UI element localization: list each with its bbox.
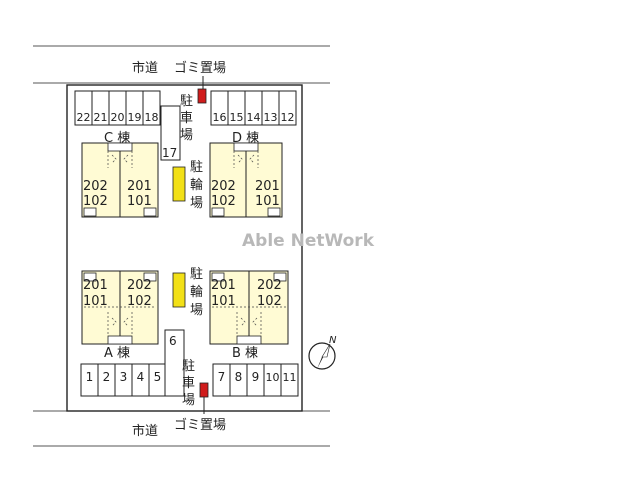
parking-stall-number: 3: [120, 370, 128, 384]
unit-number: 102: [211, 194, 236, 209]
bicycle-label-bottom: 輪: [190, 284, 203, 300]
bicycle-parking-bottom: [172, 272, 186, 308]
unit-number: 101: [255, 194, 280, 209]
parking-label-top: 場: [180, 128, 193, 143]
unit-number: 101: [127, 194, 152, 209]
building-b-label: B 棟: [232, 346, 258, 361]
unit-number: 101: [211, 294, 236, 309]
unit-number: 201: [255, 179, 280, 194]
building-a-label: A 棟: [104, 346, 130, 361]
parking-stall: [280, 363, 299, 397]
parking-stall-number: 19: [128, 111, 142, 124]
unit-number: 101: [83, 294, 108, 309]
parking-stall: [142, 90, 161, 126]
compass-north-label: N: [329, 335, 337, 346]
unit-number: 102: [127, 294, 152, 309]
building-c-label: C 棟: [104, 131, 130, 146]
parking-stall-number: 22: [77, 111, 91, 124]
parking-stall-number: 13: [264, 111, 278, 124]
unit-number: 202: [127, 278, 152, 293]
parking-stall-number: 2: [103, 370, 111, 384]
building-c: 202 201 102 101 C 棟: [81, 131, 159, 218]
parking-stall-number: 14: [247, 111, 261, 124]
parking-stall-number: 10: [266, 371, 280, 384]
bicycle-parking-top: [172, 166, 186, 202]
parking-label-top: 駐: [180, 94, 193, 109]
parking-stall-number: 9: [252, 370, 260, 384]
building-a: 201 202 101 102 A 棟: [81, 270, 159, 361]
unit-number: 102: [257, 294, 282, 309]
unit-number: 201: [211, 278, 236, 293]
garbage-box-top: [197, 88, 207, 104]
parking-stall-number: 7: [218, 370, 226, 384]
parking-stall-6: [164, 329, 185, 397]
building-d-label: D 棟: [232, 131, 259, 146]
bicycle-label-top: 駐: [190, 160, 203, 175]
parking-label-bottom: 駐: [182, 359, 195, 374]
parking-stall-number: 18: [145, 111, 159, 124]
unit-number: 102: [83, 194, 108, 209]
parking-stall-number: 17: [162, 146, 177, 160]
parking-stall-number: 1: [86, 370, 94, 384]
parking-stall: [278, 90, 297, 126]
unit-number: 202: [83, 179, 108, 194]
bottom-road-label: 市道: [132, 423, 158, 439]
building-d: 202 201 102 101 D 棟: [209, 131, 283, 218]
unit-number: 202: [211, 179, 236, 194]
parking-label-top: 車: [180, 111, 193, 126]
parking-stall-number: 8: [235, 370, 243, 384]
parking-stall-number: 4: [137, 370, 145, 384]
unit-number: 201: [127, 179, 152, 194]
unit-number: 202: [257, 278, 282, 293]
bicycle-label-top: 輪: [190, 177, 203, 193]
bicycle-label-bottom: 駐: [190, 267, 203, 282]
building-b: 201 202 101 102 B 棟: [209, 270, 289, 361]
parking-stall-number: 11: [283, 371, 297, 384]
parking-stall-number: 5: [154, 370, 162, 384]
unit-number: 201: [83, 278, 108, 293]
bicycle-label-top: 場: [190, 196, 203, 211]
parking-stall-number: 20: [111, 111, 125, 124]
watermark: Able NetWork: [242, 231, 375, 251]
parking-stall-number: 16: [213, 111, 227, 124]
parking-label-bottom: 場: [182, 393, 195, 408]
bicycle-label-bottom: 場: [190, 303, 203, 318]
top-garbage-label: ゴミ置場: [174, 60, 226, 76]
parking-stall-17: [160, 105, 181, 161]
parking-stall-number: 15: [230, 111, 244, 124]
compass-icon: N: [308, 335, 337, 370]
top-road-label: 市道: [132, 60, 158, 76]
garbage-box-bottom: [199, 382, 209, 398]
parking-label-bottom: 車: [182, 376, 195, 391]
bottom-garbage-label: ゴミ置場: [174, 417, 226, 433]
parking-stall-number: 6: [169, 334, 177, 348]
parking-stall-number: 21: [94, 111, 108, 124]
parking-stall-number: 12: [281, 111, 295, 124]
